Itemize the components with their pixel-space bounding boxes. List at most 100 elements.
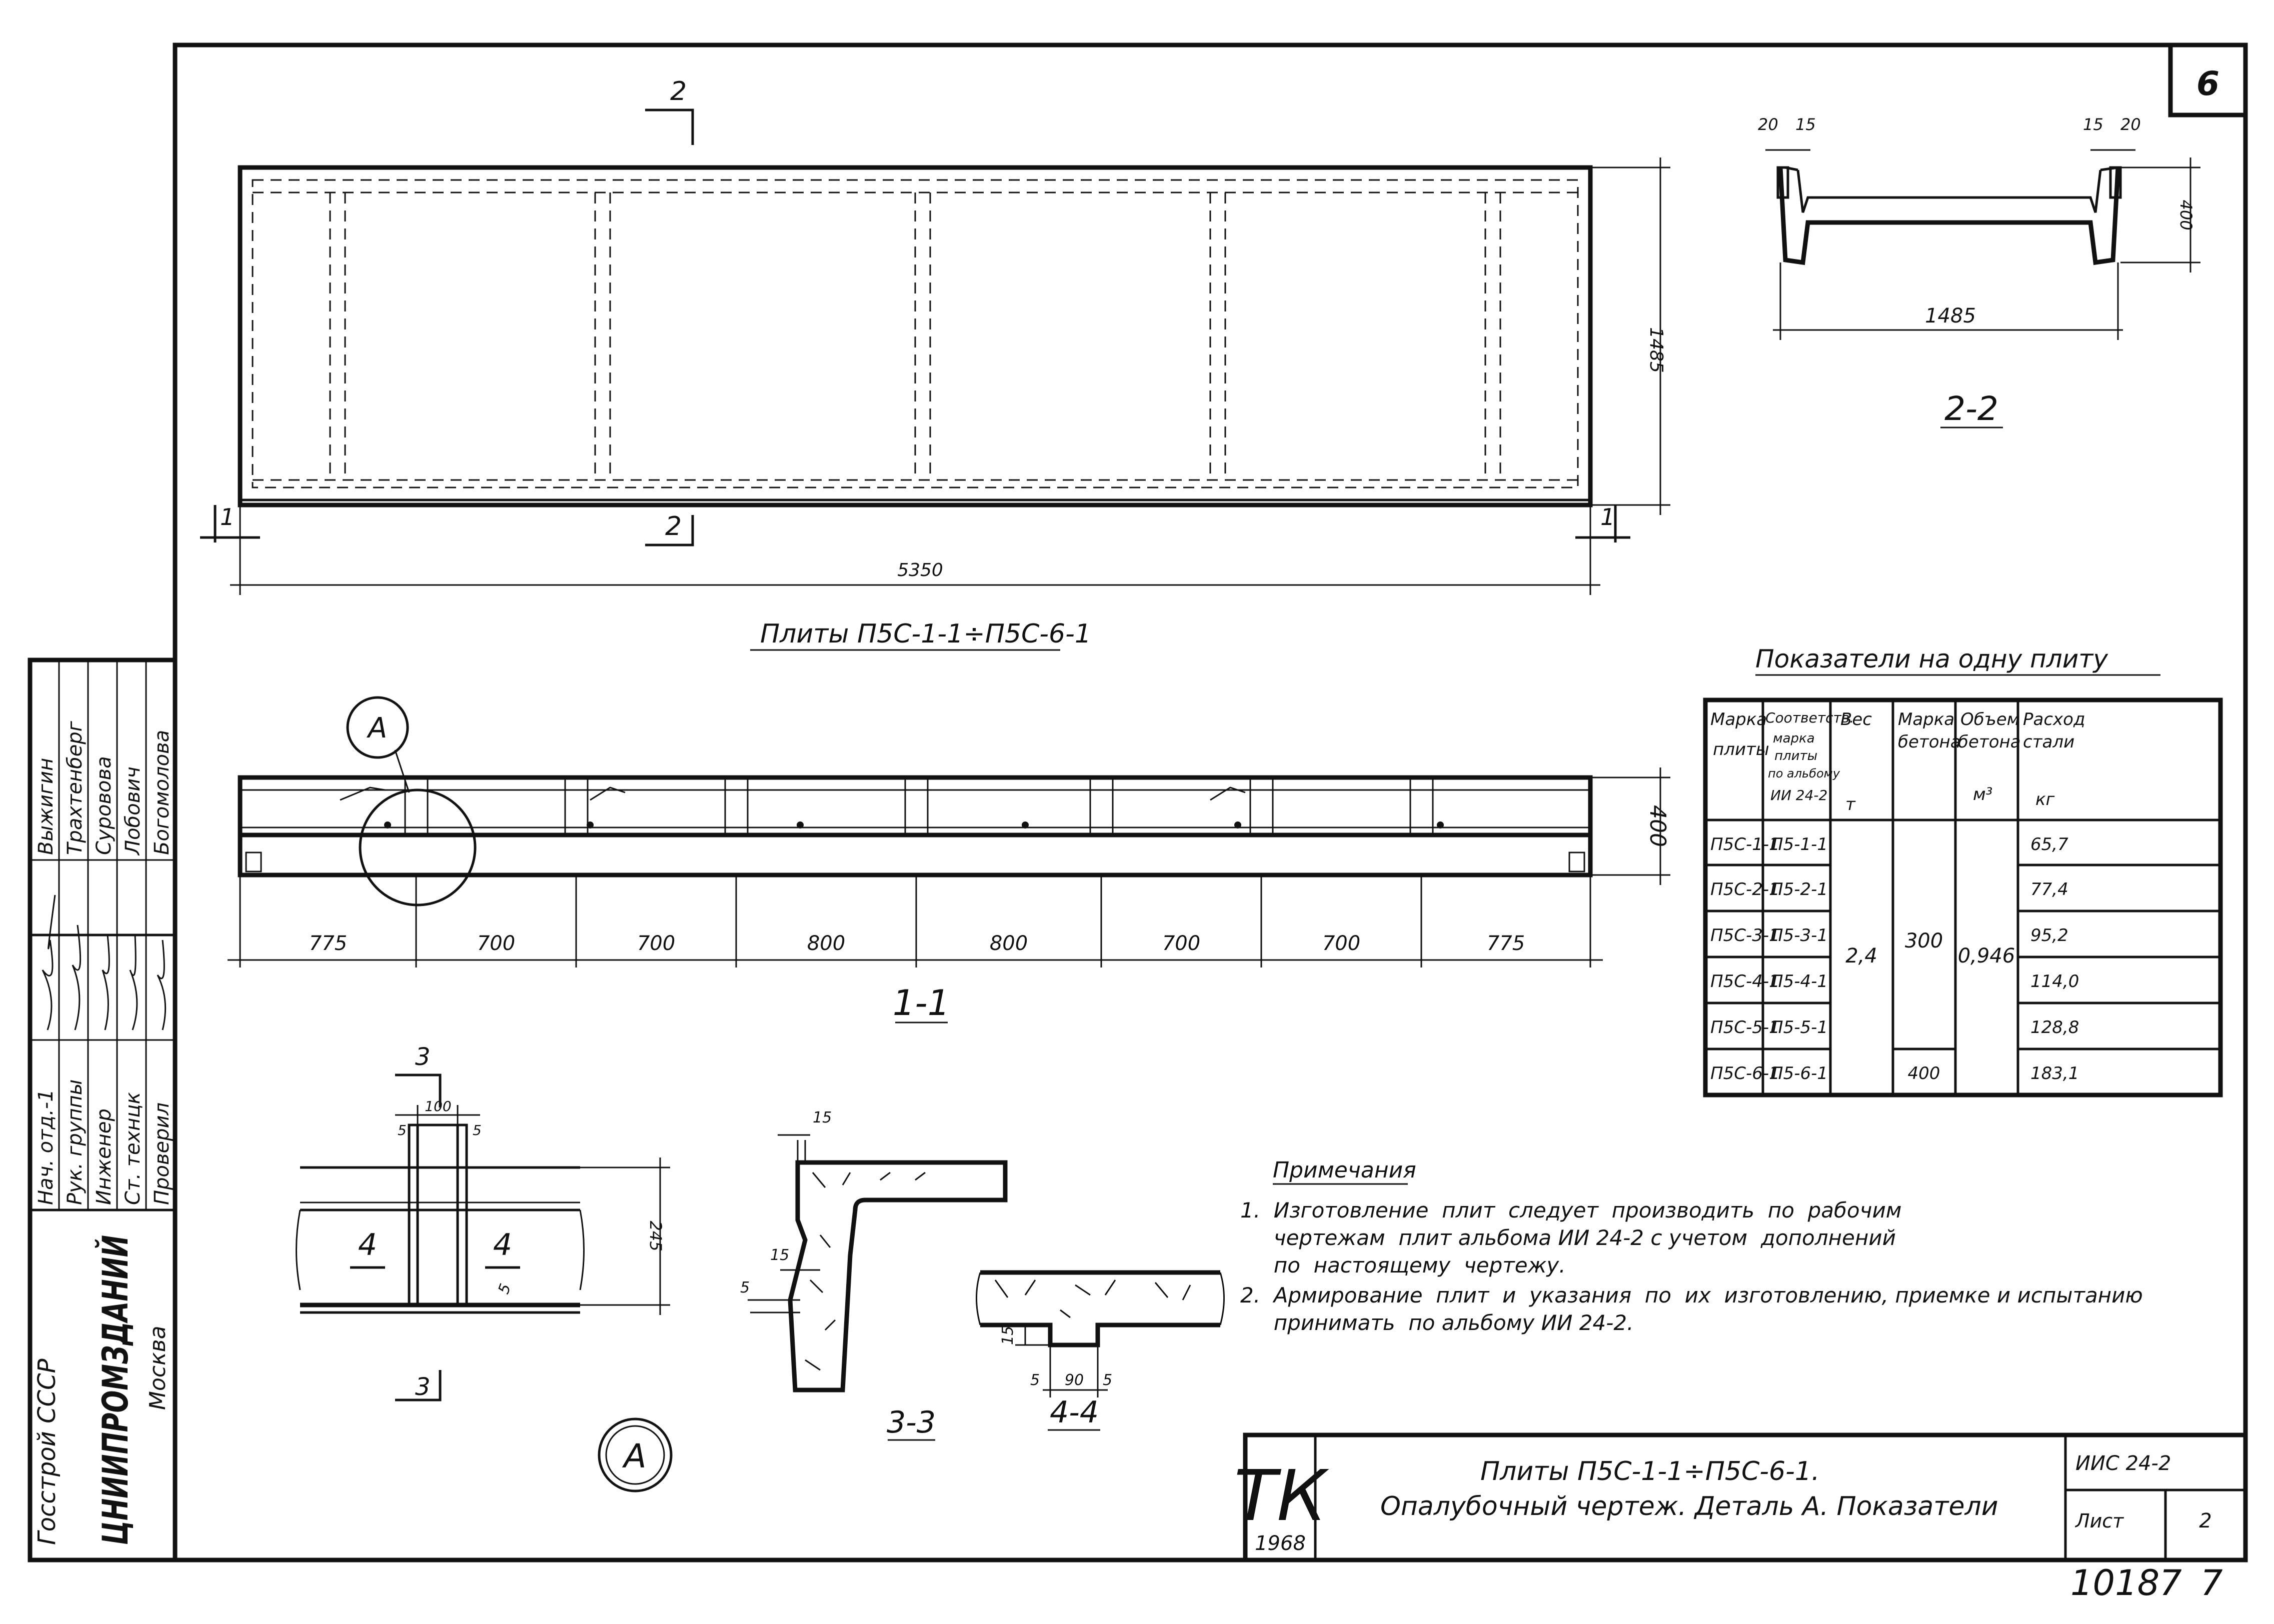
section-4-4-dim-h: 15 bbox=[999, 1326, 1017, 1345]
th-corr-1: Соответств. bbox=[1765, 710, 1854, 726]
section-2-2 bbox=[1765, 149, 2200, 428]
plan-cut-1-right: 1 bbox=[1600, 504, 1615, 530]
detail-a-mark-right: 4 bbox=[493, 1228, 512, 1262]
span-4: 800 bbox=[807, 932, 845, 955]
section-3-3-dim-2: 15 bbox=[770, 1246, 789, 1264]
section-2-2-label: 2-2 bbox=[1944, 390, 1998, 428]
th-mark-2: плиты bbox=[1713, 740, 1769, 760]
detail-a-cut-bottom: 3 bbox=[415, 1373, 431, 1401]
row-6-mark: П5С-6-1 bbox=[1710, 1064, 1780, 1084]
row-3-steel: 95,2 bbox=[2030, 926, 2068, 946]
span-5: 800 bbox=[990, 932, 1028, 955]
role-4: Ст. технцк bbox=[122, 1092, 145, 1205]
row-2-corr: П5-2-1 bbox=[1770, 880, 1828, 900]
detail-a-label: A bbox=[622, 1437, 646, 1476]
th-grade-2: бетона bbox=[1898, 732, 1961, 752]
section-1-1-label: 1-1 bbox=[893, 982, 950, 1024]
span-6: 700 bbox=[1162, 932, 1200, 955]
plan-cut-2-top: 2 bbox=[670, 76, 687, 106]
name-4: Лобович bbox=[122, 766, 145, 856]
section-4-4-dim-l: 5 bbox=[1030, 1372, 1040, 1389]
sheet-badge: 6 bbox=[2196, 64, 2219, 103]
concrete-main: 300 bbox=[1905, 930, 1943, 952]
signatures bbox=[42, 894, 167, 1030]
plan-cut-2-bottom: 2 bbox=[665, 512, 682, 542]
row-6-steel: 183,1 bbox=[2030, 1064, 2079, 1084]
section-4-4-dim-r: 5 bbox=[1103, 1372, 1112, 1389]
span-3: 700 bbox=[637, 932, 675, 955]
th-grade-1: Марка bbox=[1898, 710, 1954, 730]
plan-view bbox=[200, 108, 1670, 651]
name-2: Трахтенберг bbox=[64, 720, 87, 855]
section-2-2-dim-r1: 15 bbox=[2083, 115, 2103, 134]
row-1-mark: П5С-1-1 bbox=[1710, 834, 1780, 854]
role-3: Инженер bbox=[93, 1108, 116, 1205]
row-5-steel: 128,8 bbox=[2030, 1018, 2079, 1038]
name-3: Суровова bbox=[93, 756, 116, 855]
role-1: Нач. отд.-1 bbox=[35, 1089, 58, 1205]
title-year: 1968 bbox=[1255, 1532, 1306, 1555]
section-4-4-label: 4-4 bbox=[1050, 1395, 1099, 1430]
weight-value: 2,4 bbox=[1845, 944, 1877, 968]
th-weight-1: Вес bbox=[1840, 710, 1872, 730]
th-vol-1: Объем bbox=[1960, 710, 2019, 730]
th-corr-5: ИИ 24-2 bbox=[1770, 787, 1827, 804]
span-8: 775 bbox=[1487, 932, 1525, 955]
section-4-4 bbox=[976, 1270, 1225, 1431]
section-2-2-dim-l2: 15 bbox=[1795, 115, 1816, 134]
section-2-2-dim-r2: 20 bbox=[2120, 115, 2141, 134]
row-2-mark: П5С-2-1 bbox=[1710, 880, 1780, 900]
row-1-corr: П5-1-1 bbox=[1770, 834, 1828, 854]
th-vol-3: м³ bbox=[1973, 784, 1992, 804]
span-1: 775 bbox=[309, 932, 347, 955]
th-steel-3: кг bbox=[2035, 790, 2055, 810]
plan-cut-1-left: 1 bbox=[220, 504, 235, 530]
notes-heading: Примечания bbox=[1273, 1158, 1416, 1183]
name-5: Богомолова bbox=[151, 730, 174, 855]
title-line-2: Опалубочный чертеж. Деталь А. Показатели bbox=[1380, 1492, 1998, 1522]
role-5: Проверил bbox=[151, 1102, 174, 1205]
plan-title: Плиты П5С-1-1÷П5С-6-1 bbox=[760, 619, 1091, 649]
title-album: ИИС 24-2 bbox=[2075, 1452, 2171, 1475]
sheet-frame bbox=[30, 42, 2248, 1562]
row-6-corr: П5-6-1 bbox=[1770, 1064, 1828, 1084]
concrete-last: 400 bbox=[1908, 1064, 1940, 1084]
city-label: Москва bbox=[145, 1326, 171, 1410]
title-sheet-no: 2 bbox=[2199, 1510, 2211, 1532]
indicators-table bbox=[1703, 698, 2223, 1098]
span-7: 700 bbox=[1322, 932, 1360, 955]
row-4-corr: П5-4-1 bbox=[1770, 972, 1828, 992]
title-sheet-label: Лист bbox=[2074, 1510, 2124, 1532]
row-3-corr: П5-3-1 bbox=[1770, 926, 1828, 946]
span-2: 700 bbox=[477, 932, 515, 955]
th-mark-1: Марка bbox=[1710, 710, 1767, 730]
plan-width-dim: 1485 bbox=[1646, 327, 1666, 373]
th-vol-2: бетона bbox=[1958, 732, 2021, 752]
note-line-1: 1. Изготовление плит следует производить… bbox=[1240, 1198, 1901, 1222]
name-1: Выжигин bbox=[35, 758, 58, 855]
title-line-1: Плиты П5С-1-1÷П5С-6-1. bbox=[1480, 1456, 1820, 1486]
note-line-5: принимать по альбому ИИ 24-2. bbox=[1240, 1310, 1633, 1335]
detail-a-rib-width: 100 bbox=[425, 1098, 451, 1114]
row-5-mark: П5С-5-1 bbox=[1710, 1018, 1780, 1038]
note-line-4: 2. Армирование плит и указания по их изг… bbox=[1240, 1283, 2143, 1308]
institute-label: ЦНИИПРОМЗДАНИЙ bbox=[95, 1235, 136, 1545]
detail-a bbox=[296, 1074, 673, 1492]
row-5-corr: П5-5-1 bbox=[1770, 1018, 1828, 1038]
detail-a-offset-right: 5 bbox=[473, 1122, 482, 1138]
title-block bbox=[1243, 1432, 2248, 1562]
row-4-steel: 114,0 bbox=[2030, 972, 2079, 992]
note-line-3: по настоящему чертежу. bbox=[1240, 1253, 1566, 1278]
section-2-2-height: 400 bbox=[2176, 200, 2195, 230]
indicators-title: Показатели на одну плиту bbox=[1755, 644, 2108, 674]
section-3-3-label: 3-3 bbox=[887, 1405, 936, 1440]
th-corr-3: плиты bbox=[1774, 748, 1817, 764]
th-corr-2: марка bbox=[1773, 731, 1815, 746]
detail-a-mark-left: 4 bbox=[358, 1228, 377, 1262]
th-steel-2: стали bbox=[2023, 732, 2074, 752]
section-3-3 bbox=[748, 1134, 1008, 1441]
th-steel-1: Расход bbox=[2023, 710, 2085, 730]
section-2-2-width: 1485 bbox=[1925, 304, 1976, 328]
volume-value: 0,946 bbox=[1958, 944, 2015, 968]
